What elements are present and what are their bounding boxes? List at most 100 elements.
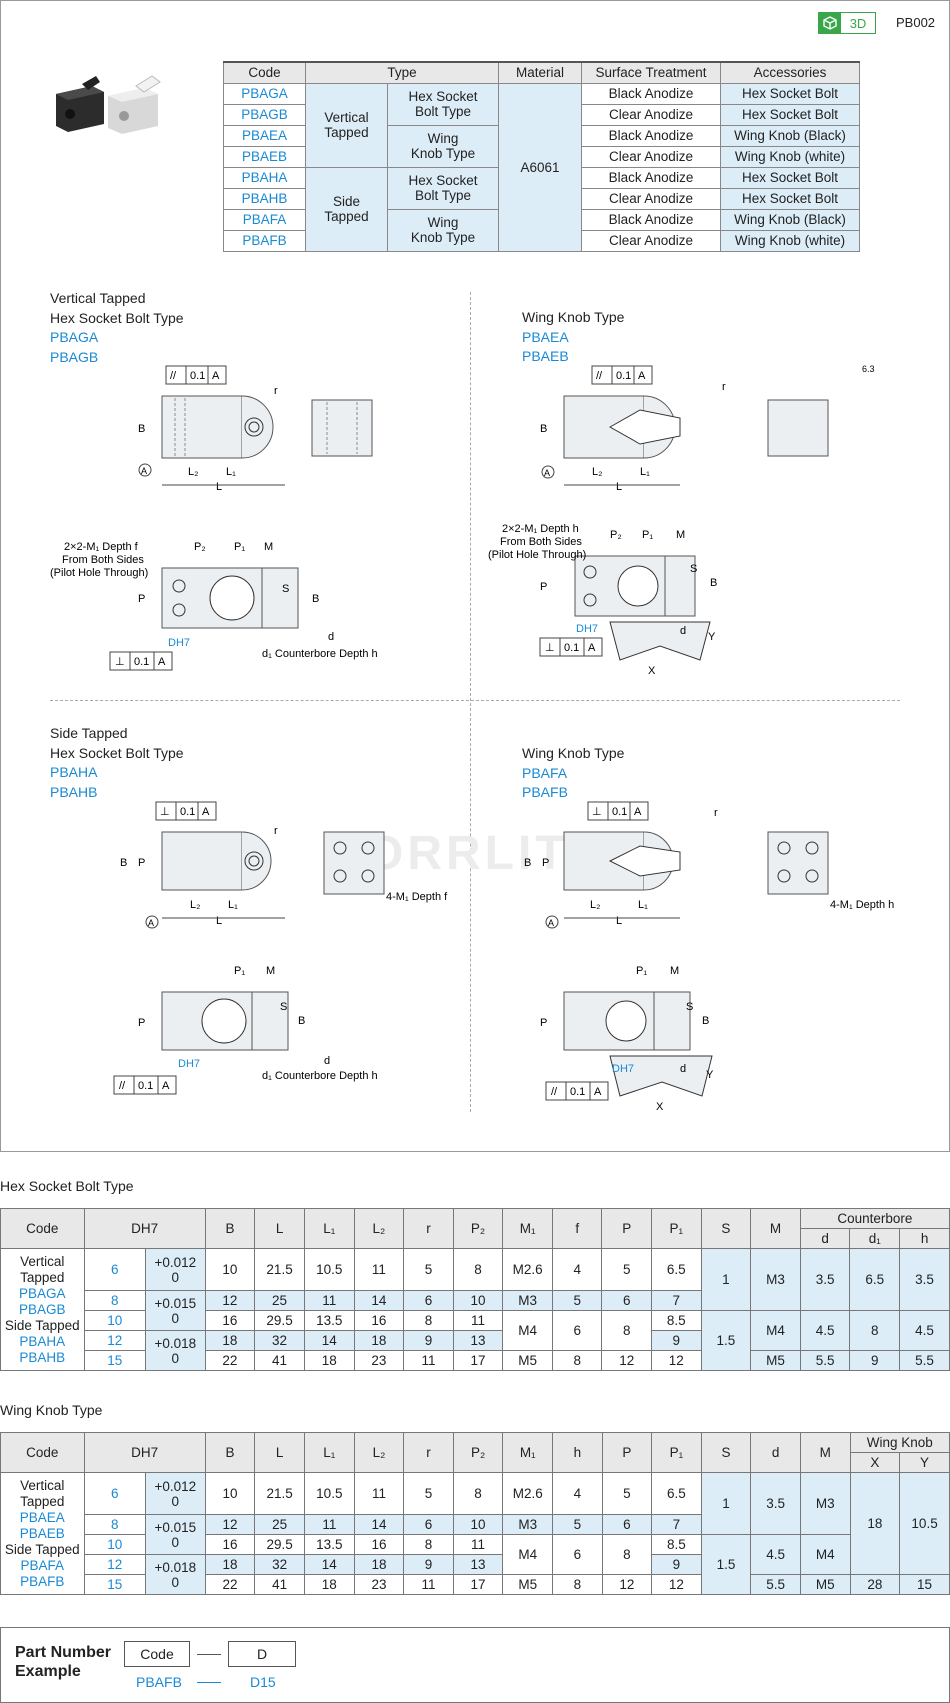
code-link[interactable]: PBAFB: [20, 1573, 65, 1589]
svg-text:d: d: [324, 1055, 330, 1067]
section-code[interactable]: PBAGA: [50, 329, 99, 345]
svg-text:A: A: [588, 642, 596, 654]
cell: 32: [254, 1330, 305, 1351]
svg-text:A: A: [202, 806, 210, 818]
sub-header: Y: [899, 1452, 950, 1473]
d-value[interactable]: 12: [83, 1554, 146, 1575]
col-header: f: [552, 1208, 603, 1249]
svg-text:M: M: [670, 965, 679, 977]
col-material: Material: [498, 61, 582, 84]
cell: 18: [353, 1330, 405, 1351]
section-title-3: Side Tapped Hex Socket Bolt Type PBAHA P…: [50, 724, 184, 802]
cell: M3: [502, 1290, 554, 1311]
code-link[interactable]: PBAHA: [19, 1333, 66, 1349]
code-group: Tapped: [20, 1269, 65, 1285]
code-link[interactable]: PBAEA: [19, 1509, 65, 1525]
svg-text:A: A: [548, 918, 554, 928]
svg-text:A: A: [141, 466, 147, 476]
d-value[interactable]: 10: [83, 1534, 146, 1555]
d-value[interactable]: 6: [83, 1248, 146, 1291]
svg-text:DH7: DH7: [178, 1058, 200, 1070]
section-code[interactable]: PBAHA: [50, 764, 98, 780]
cell: 16: [204, 1534, 256, 1555]
code-link[interactable]: PBAGA: [223, 82, 306, 105]
svg-text:B: B: [138, 423, 145, 435]
part-number-example: Part Number Example Code D PBAFB D15: [0, 1627, 950, 1703]
cell: 13: [452, 1330, 504, 1351]
3d-badge[interactable]: 3D: [818, 12, 876, 34]
code-link[interactable]: PBAFA: [223, 208, 306, 231]
col-header: L₂: [353, 1432, 405, 1473]
cell: 18: [303, 1574, 355, 1595]
col-header: Counterbore: [799, 1208, 950, 1229]
col-header: M₁: [502, 1208, 554, 1249]
cell: 10: [204, 1248, 256, 1291]
col-header: P₂: [452, 1432, 504, 1473]
cell: 12: [204, 1290, 256, 1311]
section-code[interactable]: PBAEB: [522, 348, 569, 364]
sub-header: d: [799, 1228, 851, 1249]
d-value[interactable]: 10: [83, 1310, 146, 1331]
cell: M3: [799, 1472, 851, 1535]
example-code[interactable]: PBAFB: [136, 1674, 182, 1690]
d-value[interactable]: 15: [83, 1350, 146, 1371]
side-tap-note: 4-M₁ Depth h: [830, 899, 894, 911]
d-value[interactable]: 8: [83, 1290, 146, 1311]
d-value[interactable]: 12: [83, 1330, 146, 1351]
cell: 8: [552, 1574, 603, 1595]
section-code[interactable]: PBAEA: [522, 328, 569, 345]
tolerance: +0.015 0: [144, 1290, 206, 1331]
cell: 6: [601, 1290, 653, 1311]
cell: 4.5: [750, 1534, 801, 1575]
cell: 3.5: [750, 1472, 801, 1535]
cell: 10: [452, 1514, 504, 1535]
subtype: Hex Socket Bolt Type: [387, 166, 499, 210]
surface: Clear Anodize: [581, 187, 721, 210]
cell: 18: [849, 1472, 901, 1575]
svg-text://: //: [551, 1086, 558, 1098]
cell: 29.5: [254, 1534, 305, 1555]
svg-text:A: A: [162, 1080, 170, 1092]
code-link[interactable]: PBAGB: [223, 103, 306, 126]
example-d[interactable]: D15: [250, 1674, 276, 1690]
code-link[interactable]: PBAHB: [19, 1349, 66, 1365]
code-link[interactable]: PBAGA: [18, 1285, 66, 1301]
code-link[interactable]: PBAFB: [223, 229, 306, 252]
accessory: Hex Socket Bolt: [720, 166, 860, 189]
cell: 4.5: [899, 1310, 950, 1351]
part-number-label: Part Number Example: [15, 1644, 112, 1680]
code-link[interactable]: PBAGB: [18, 1301, 66, 1317]
cell: 8.5: [651, 1534, 702, 1555]
code-link[interactable]: PBAHB: [223, 187, 306, 210]
svg-text:A: A: [148, 918, 154, 928]
svg-text:A: A: [158, 656, 166, 668]
code-link[interactable]: PBAEA: [223, 124, 306, 147]
d-value[interactable]: 6: [83, 1472, 146, 1515]
code-link[interactable]: PBAEB: [223, 145, 306, 168]
cell: 8: [601, 1534, 653, 1575]
section-code[interactable]: PBAFA: [522, 764, 568, 781]
section-code[interactable]: PBAFB: [522, 784, 568, 800]
col-header: Code: [0, 1208, 85, 1249]
d-value[interactable]: 15: [83, 1574, 146, 1595]
col-header: DH7: [83, 1208, 206, 1249]
svg-text:P₂: P₂: [610, 529, 622, 541]
code-link[interactable]: PBAFA: [20, 1557, 65, 1573]
section-code[interactable]: PBAGB: [50, 348, 99, 365]
code-link[interactable]: PBAHA: [223, 166, 306, 189]
cell: 5.5: [799, 1350, 851, 1371]
svg-text://: //: [596, 370, 603, 382]
code-link[interactable]: PBAEB: [19, 1525, 65, 1541]
side-tap-note: 4-M₁ Depth f: [386, 891, 448, 903]
col-header: P: [601, 1208, 653, 1249]
page-code: PB002: [896, 15, 936, 30]
tap-note-3: (Pilot Hole Through): [50, 567, 148, 579]
col-header: M₁: [502, 1432, 554, 1473]
col-header: L₂: [353, 1208, 405, 1249]
d-value[interactable]: 8: [83, 1514, 146, 1535]
svg-text:B: B: [298, 1015, 305, 1027]
accessory: Hex Socket Bolt: [720, 82, 860, 105]
svg-text:⊥: ⊥: [545, 642, 555, 654]
cell: 6.5: [849, 1248, 901, 1311]
section-code[interactable]: PBAHB: [50, 783, 98, 800]
